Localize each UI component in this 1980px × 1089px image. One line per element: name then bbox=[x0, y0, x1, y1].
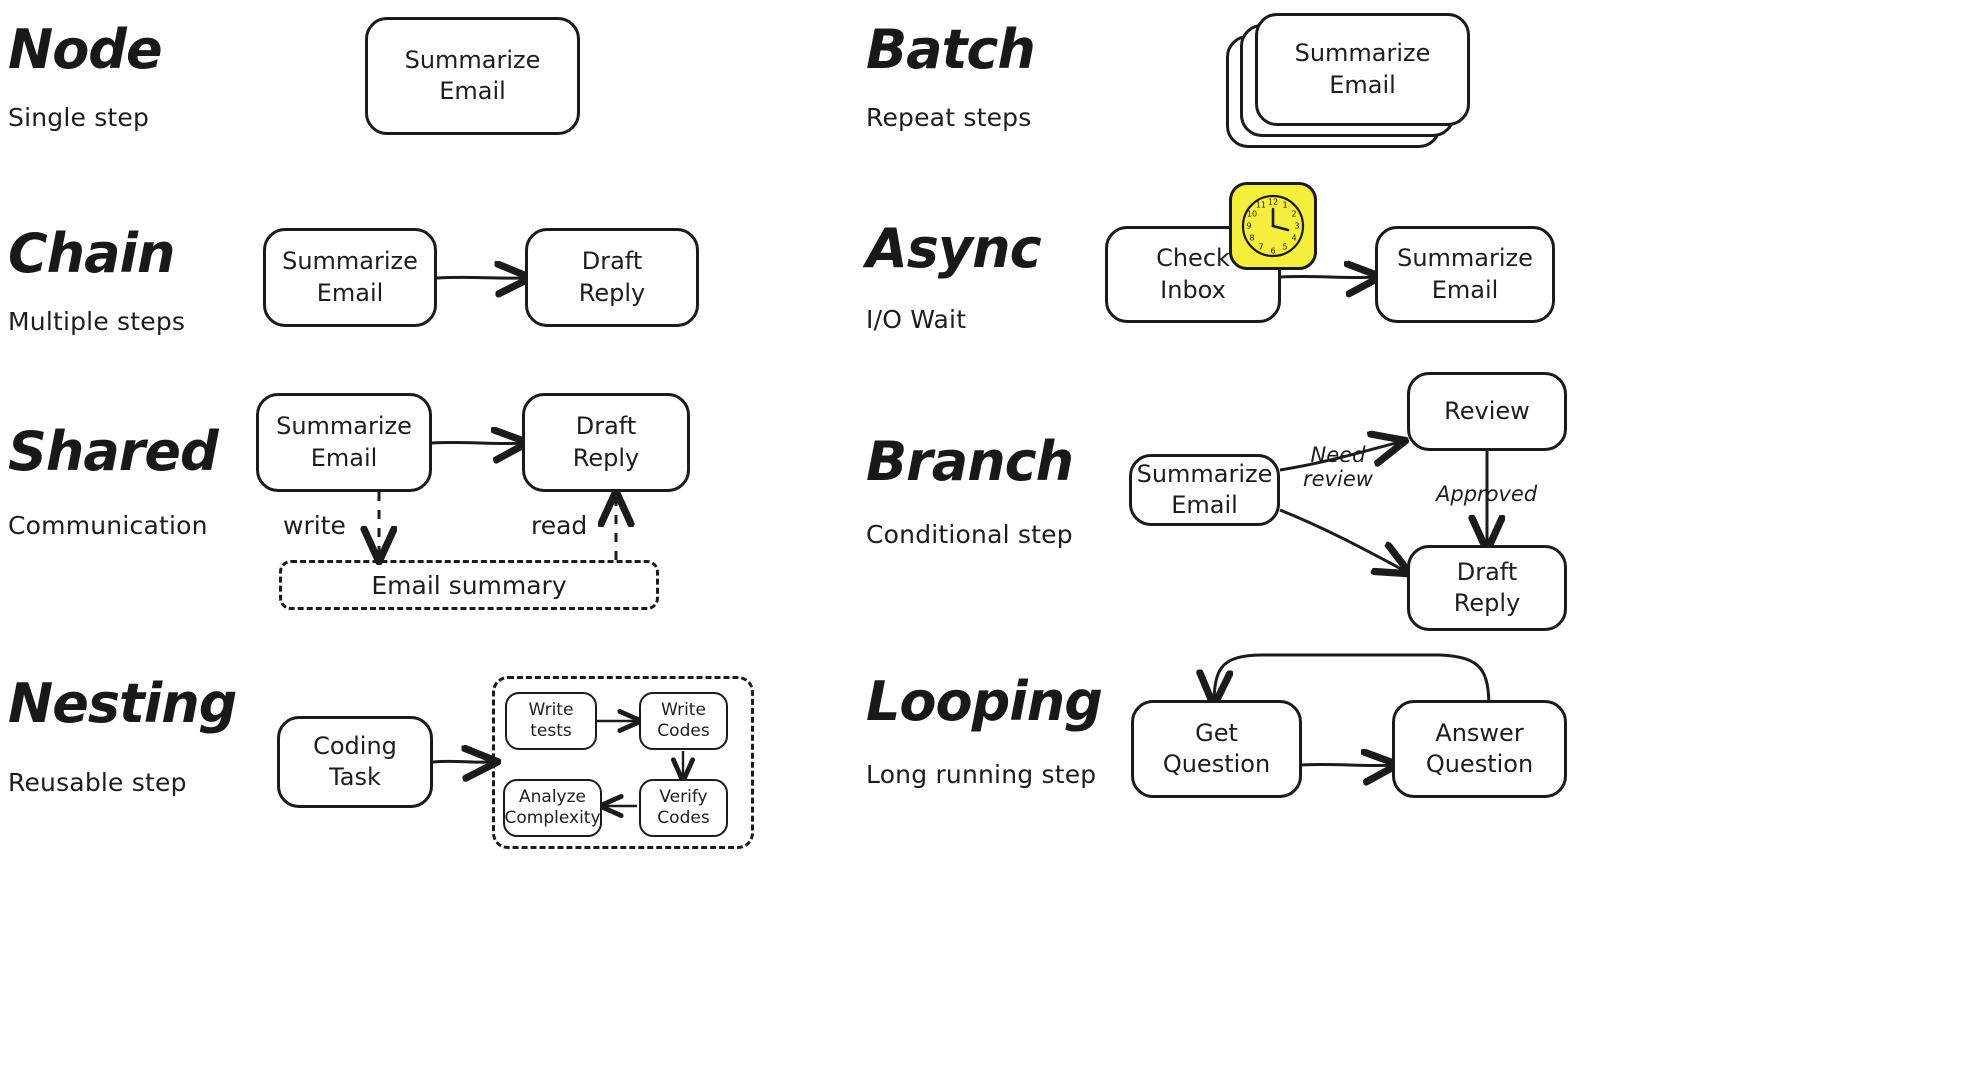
node-get-question[interactable]: Get Question bbox=[1131, 700, 1302, 798]
node-analyze-complexity[interactable]: Analyze Complexity bbox=[503, 779, 602, 837]
section-title-async: Async bbox=[866, 217, 1042, 280]
svg-text:1: 1 bbox=[1282, 201, 1287, 210]
node-branch-draft-reply[interactable]: Draft Reply bbox=[1407, 545, 1567, 631]
svg-text:7: 7 bbox=[1258, 243, 1263, 252]
edge-loop-forward bbox=[1301, 764, 1392, 765]
section-subtitle-chain: Multiple steps bbox=[8, 307, 186, 336]
shared-store-email-summary[interactable]: Email summary bbox=[279, 560, 659, 610]
svg-text:6: 6 bbox=[1270, 247, 1275, 256]
node-chain-summarize-email[interactable]: Summarize Email bbox=[263, 228, 437, 327]
svg-text:11: 11 bbox=[1256, 201, 1266, 210]
svg-text:4: 4 bbox=[1291, 234, 1296, 243]
section-subtitle-async: I/O Wait bbox=[866, 305, 967, 334]
section-title-node: Node bbox=[8, 18, 163, 81]
edge-async bbox=[1280, 276, 1375, 277]
node-async-summarize-email[interactable]: Summarize Email bbox=[1375, 226, 1555, 323]
svg-text:10: 10 bbox=[1247, 210, 1257, 219]
edge-chain bbox=[436, 277, 525, 278]
section-subtitle-nesting: Reusable step bbox=[8, 768, 187, 797]
section-subtitle-batch: Repeat steps bbox=[866, 103, 1032, 132]
section-title-nesting: Nesting bbox=[8, 672, 237, 735]
svg-text:3: 3 bbox=[1294, 222, 1299, 231]
node-shared-draft-reply[interactable]: Draft Reply bbox=[522, 393, 690, 492]
section-title-batch: Batch bbox=[866, 18, 1036, 81]
edge-nesting-in bbox=[432, 761, 492, 762]
edge-label-approved: Approved bbox=[1436, 482, 1538, 506]
edge-branch-direct bbox=[1279, 508, 1405, 571]
node-summarize-email[interactable]: Summarize Email bbox=[365, 17, 580, 135]
section-title-chain: Chain bbox=[8, 222, 175, 285]
node-branch-summarize-email[interactable]: Summarize Email bbox=[1129, 454, 1280, 526]
section-title-looping: Looping bbox=[866, 670, 1103, 733]
node-write-tests[interactable]: Write tests bbox=[505, 692, 597, 750]
section-title-branch: Branch bbox=[866, 430, 1074, 493]
svg-text:5: 5 bbox=[1282, 243, 1287, 252]
edge-shared-main bbox=[431, 442, 522, 443]
nesting-subflow-group bbox=[492, 676, 754, 849]
node-chain-draft-reply[interactable]: Draft Reply bbox=[525, 228, 699, 327]
svg-text:9: 9 bbox=[1246, 222, 1251, 231]
svg-text:12: 12 bbox=[1268, 198, 1278, 207]
section-subtitle-branch: Conditional step bbox=[866, 520, 1073, 549]
section-subtitle-shared: Communication bbox=[8, 511, 208, 540]
node-coding-task[interactable]: Coding Task bbox=[277, 716, 433, 808]
svg-text:8: 8 bbox=[1249, 234, 1254, 243]
node-verify-codes[interactable]: Verify Codes bbox=[639, 779, 728, 837]
node-batch-summarize-email[interactable]: Summarize Email bbox=[1255, 13, 1470, 126]
edge-label-write: write bbox=[283, 511, 346, 540]
node-review[interactable]: Review bbox=[1407, 372, 1567, 451]
section-title-shared: Shared bbox=[8, 420, 219, 483]
edge-label-need-review: Need review bbox=[1303, 443, 1373, 492]
node-answer-question[interactable]: Answer Question bbox=[1392, 700, 1567, 798]
section-subtitle-looping: Long running step bbox=[866, 760, 1097, 789]
edge-label-read: read bbox=[531, 511, 588, 540]
node-write-codes[interactable]: Write Codes bbox=[639, 692, 728, 750]
node-shared-summarize-email[interactable]: Summarize Email bbox=[256, 393, 432, 492]
svg-text:2: 2 bbox=[1291, 210, 1296, 219]
section-subtitle-node: Single step bbox=[8, 103, 150, 132]
